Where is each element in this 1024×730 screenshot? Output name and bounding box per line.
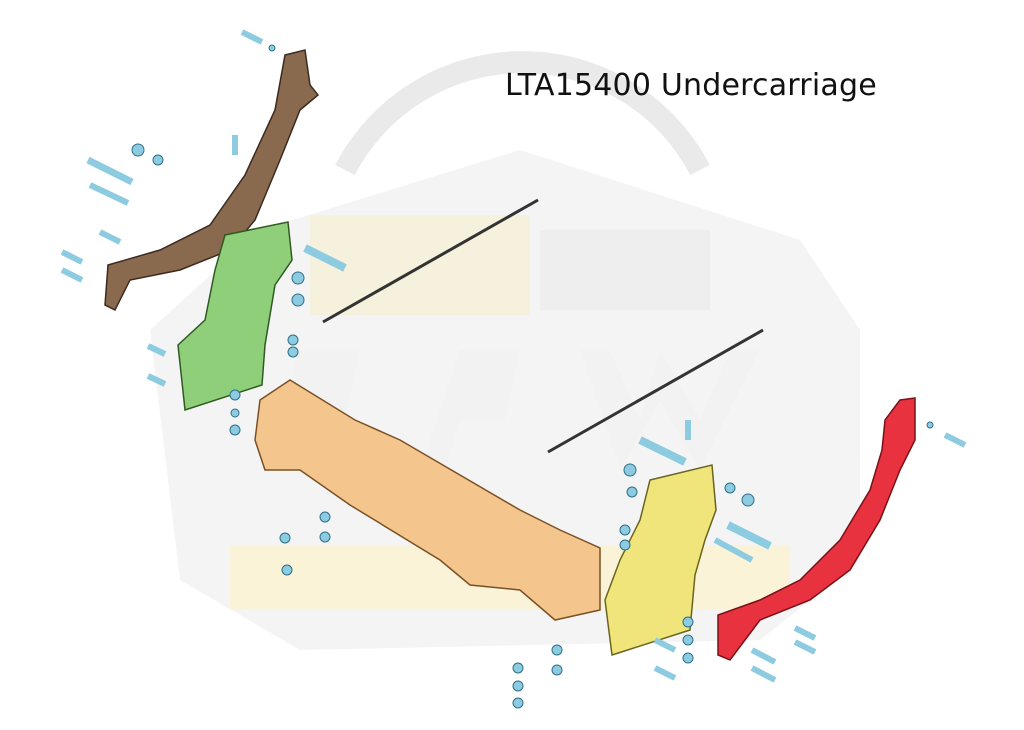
- tie-rod: [547, 328, 764, 454]
- diagram-title: LTA15400 Undercarriage: [505, 68, 877, 103]
- left-mounting-plate: [177, 221, 293, 411]
- left-frame-rail: [104, 49, 320, 312]
- hardware-nuts: [131, 44, 934, 709]
- hardware-bolts: [60, 29, 967, 683]
- tie-rod: [322, 198, 539, 324]
- right-frame-rail: [717, 397, 916, 661]
- crossmember: [254, 379, 601, 621]
